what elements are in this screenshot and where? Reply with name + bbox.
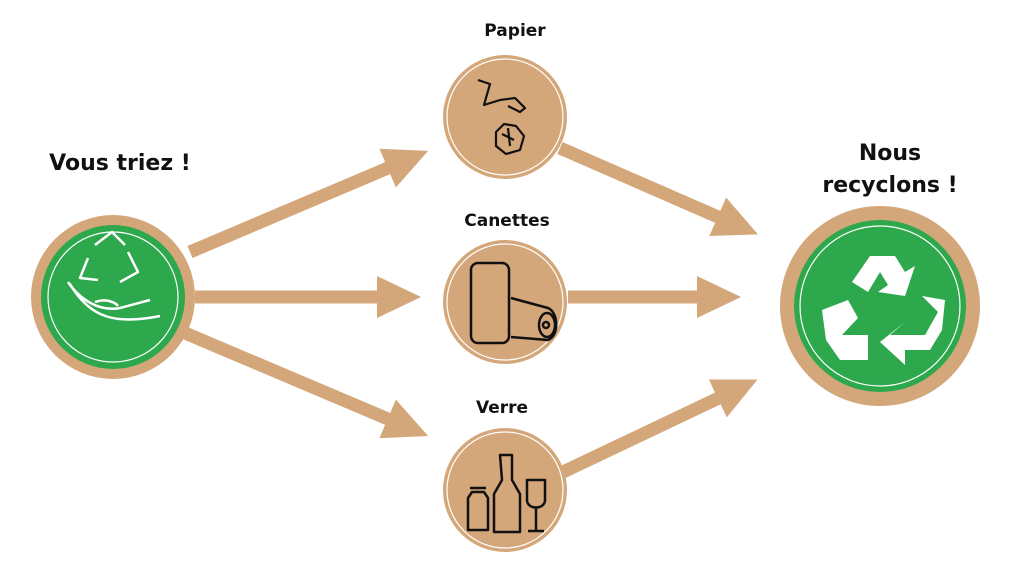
hand-recycle-icon (66, 230, 161, 321)
target-node (780, 206, 980, 406)
target-title: Nous recyclons ! (822, 138, 957, 202)
glass-bottles-icon (466, 453, 547, 534)
arrow-to-verre (182, 327, 429, 439)
category-label-papier: Papier (484, 21, 546, 41)
verre-node (443, 428, 567, 552)
arrow-to-papier (187, 148, 429, 258)
category-label-verre: Verre (475, 398, 529, 418)
recycle-icon (822, 256, 945, 365)
paper-hand-icon (477, 78, 527, 156)
target-title-line2: recyclons ! (822, 173, 958, 198)
papier-node (443, 55, 567, 179)
category-label-canettes: Canettes (464, 211, 550, 231)
cans-icon (469, 261, 558, 345)
source-node (31, 215, 195, 379)
source-title: Vous triez ! (49, 151, 191, 176)
arrow-papier-to-target (557, 142, 758, 237)
arrow-verre-to-target (560, 379, 758, 478)
canettes-node (443, 240, 567, 364)
target-title-line1: Nous (858, 141, 922, 166)
